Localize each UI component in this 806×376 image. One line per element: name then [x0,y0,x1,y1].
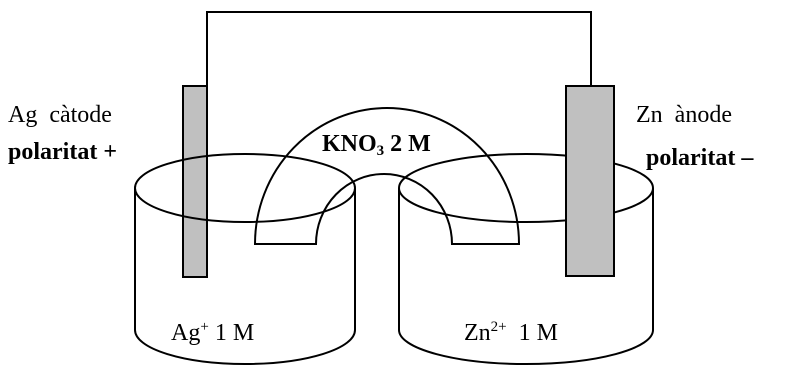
zinc-electrode [565,85,615,277]
cathode-label: Ag càtode [8,102,112,128]
salt-bridge-formula: KNO [322,131,377,157]
cathode-polarity: polaritat + [8,139,117,165]
left-solution-ion: Ag [171,320,201,346]
left-beaker-body [134,188,356,365]
left-beaker-rim [134,153,356,223]
salt-bridge-formula-subscript: 3 [376,143,385,159]
right-solution-ion: Zn [464,320,491,346]
left-solution-concentration: 1 M [208,320,255,346]
anode-polarity: polaritat – [646,145,754,171]
anode-label: Zn ànode [636,102,732,128]
left-solution-label: Ag+ 1 M [171,319,255,346]
salt-bridge-concentration: 2 M [384,131,431,157]
right-solution-label: Zn2+ 1 M [464,319,558,346]
right-solution-charge: 2+ [490,319,507,335]
left-solution-charge: + [200,319,209,335]
right-beaker-body [398,188,654,365]
salt-bridge-label: KNO3 2 M [322,131,431,159]
external-wire [195,11,603,87]
salt-bridge [253,107,521,245]
right-beaker-rim [398,153,654,223]
silver-electrode [182,85,208,278]
right-solution-concentration: 1 M [506,320,558,346]
